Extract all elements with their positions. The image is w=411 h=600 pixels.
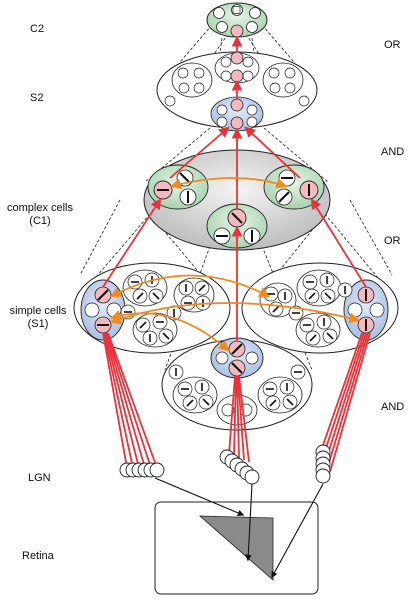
label-c1-line1: complex cells [7,202,74,214]
label-s1-line2: (S1) [28,318,49,330]
label-s1-line1: simple cells [10,305,67,317]
c2-unit [206,2,268,38]
label-c1-line2: (C1) [29,215,50,227]
red-connections [102,35,371,473]
op-and-s1: AND [381,401,404,413]
op-and-s2: AND [381,146,404,158]
retina-box [154,501,319,595]
op-or-c1: OR [384,235,401,247]
label-s2: S2 [30,92,43,104]
label-c2: C2 [30,23,44,35]
label-retina: Retina [22,550,55,562]
op-or-c2: OR [384,39,401,51]
orange-connections [109,177,361,352]
stimulus-triangle [198,515,274,581]
lgn-layer [119,444,331,485]
label-lgn: LGN [28,472,51,484]
black-arrows [154,477,324,579]
